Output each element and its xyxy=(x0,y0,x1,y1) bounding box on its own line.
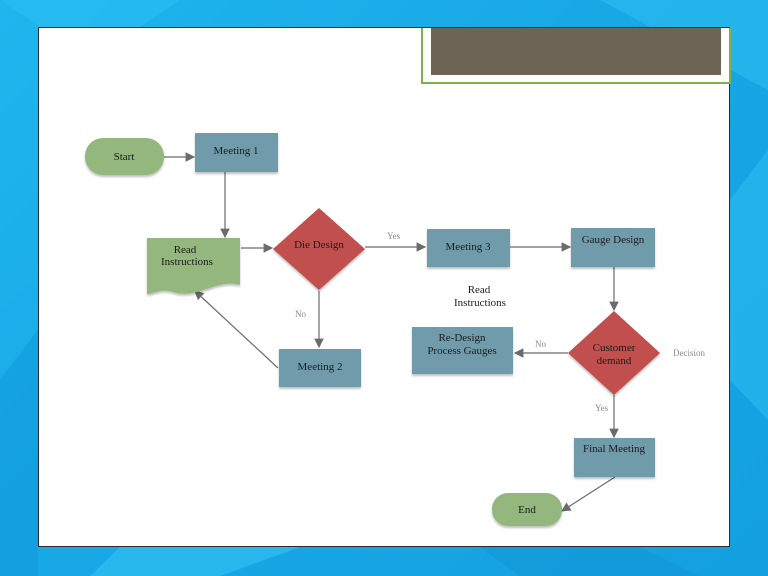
node-start-label: Start xyxy=(114,151,135,163)
node-redesign-gauges[interactable]: Re-Design Process Gauges xyxy=(412,327,513,374)
node-die-design[interactable]: Die Design xyxy=(273,208,365,290)
edge-label-decision: Decision xyxy=(673,348,705,358)
slide-canvas: Start Meeting 1 Read Instructions Die De… xyxy=(38,27,731,547)
edge-final-end xyxy=(560,476,616,512)
node-start[interactable]: Start xyxy=(85,138,164,175)
floating-text-line-1: Read xyxy=(468,284,491,296)
node-end-label: End xyxy=(518,504,536,516)
node-customer-demand[interactable]: Customer demand xyxy=(568,311,660,395)
edge-label-cust-yes: Yes xyxy=(595,403,609,413)
node-gauge-design-label: Gauge Design xyxy=(582,234,645,246)
floating-text-line-2: Instructions xyxy=(454,297,506,309)
edge-label-die-yes: Yes xyxy=(387,231,401,241)
node-customer-label-2: demand xyxy=(597,355,632,367)
node-read-label-1: Read xyxy=(174,244,197,256)
node-gauge-design[interactable]: Gauge Design xyxy=(571,228,655,267)
title-placeholder[interactable] xyxy=(421,28,731,84)
node-read-label-2: Instructions xyxy=(161,256,213,268)
node-redesign-label-1: Re-Design xyxy=(438,332,486,344)
node-die-design-label: Die Design xyxy=(294,239,344,251)
node-meeting-2-label: Meeting 2 xyxy=(298,361,343,373)
node-meeting-1[interactable]: Meeting 1 xyxy=(195,133,278,172)
node-meeting-2[interactable]: Meeting 2 xyxy=(279,349,361,387)
edge-label-cust-no: No xyxy=(535,339,546,349)
node-read-instructions[interactable]: Read Instructions xyxy=(147,238,240,294)
flowchart: Start Meeting 1 Read Instructions Die De… xyxy=(85,133,705,526)
node-final-meeting[interactable]: Final Meeting xyxy=(574,438,655,477)
connectors xyxy=(164,152,619,512)
node-redesign-label-2: Process Gauges xyxy=(427,345,496,357)
node-final-meeting-label: Final Meeting xyxy=(583,443,646,455)
edge-meeting2-read xyxy=(194,290,279,369)
node-customer-label-1: Customer xyxy=(593,342,636,354)
node-meeting-3[interactable]: Meeting 3 xyxy=(427,229,510,267)
edge-label-die-no: No xyxy=(295,309,306,319)
node-meeting-1-label: Meeting 1 xyxy=(214,145,259,157)
node-meeting-3-label: Meeting 3 xyxy=(446,241,491,253)
title-placeholder-fill xyxy=(431,28,721,75)
node-end[interactable]: End xyxy=(492,493,562,526)
